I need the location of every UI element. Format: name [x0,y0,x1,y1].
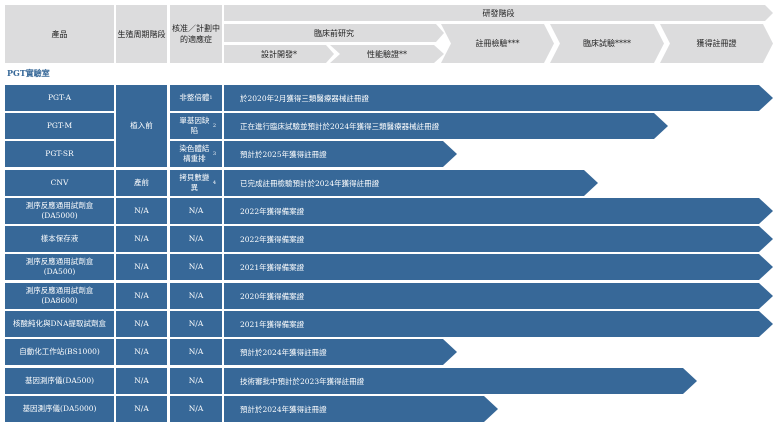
progress-arrow: 預計於2024年獲得註冊證 [224,339,457,365]
product-name: 樣本保存液 [5,226,114,252]
product-name: 基因測序儀(DA500) [5,368,114,394]
progress-arrow: 2022年獲得備案證 [224,198,773,224]
indication-label: 單基因缺陷 [179,116,210,135]
product-name: PGT-A [5,85,114,111]
progress-arrow: 正在進行臨床試驗並預計於2024年獲得三類醫療器械註冊證 [224,113,668,139]
header-preclinical: 臨床前研究 [224,24,444,42]
indication-cell: N/A [170,226,222,252]
header-registration-test: 註冊檢驗*** [441,24,554,63]
indication-label: N/A [188,319,204,328]
product-name: 自動化工作站(BS1000) [5,339,114,365]
progress-arrow: 技術審批中預計於2023年獲得註冊證 [224,368,697,394]
header-design: 設計開發* [224,45,334,63]
indication-cell: N/A [170,311,222,337]
footnote-marker: 4 [212,180,216,186]
indication-label: N/A [188,404,204,413]
stage-cell: N/A [116,368,167,394]
stage-cell: N/A [116,311,167,337]
stage-preimplantation: 植入前 [116,85,167,167]
indication-cell: N/A [170,254,222,280]
product-name: CNV [5,170,114,196]
product-name: 核酸純化與DNA提取試劑盒 [5,311,114,337]
progress-arrow: 2022年獲得備案證 [224,226,773,252]
indication-cell: N/A [170,339,222,365]
stage-cell: N/A [116,283,167,309]
product-name: 測序反應通用試劑盒(DA8600) [5,283,114,309]
footnote-marker: 3 [212,151,216,157]
header-indication: 核准／計劃中的適應症 [170,5,222,63]
indication-cell: N/A [170,396,222,422]
header-performance: 性能驗證** [330,45,444,63]
indication-label: 拷貝數變異 [179,173,210,192]
progress-arrow: 已完成註冊檢驗預計於2024年獲得註冊證 [224,170,598,196]
indication-label: N/A [188,262,204,271]
product-name: PGT-M [5,113,114,139]
footnote-marker: 2 [212,123,216,129]
indication-cell: N/A [170,283,222,309]
progress-arrow: 於2020年2月獲得三類醫療器械註冊證 [224,85,773,111]
product-name: 測序反應通用試劑盒(DA5000) [5,198,114,224]
stage-cell: N/A [116,226,167,252]
stage-cell: N/A [116,396,167,422]
header-certificate: 獲得註冊證 [660,24,773,63]
product-name: 基因測序儀(DA5000) [5,396,114,422]
progress-arrow: 預計於2025年獲得註冊證 [224,141,457,167]
indication-label: N/A [188,347,204,356]
indication-cell: N/A [170,198,222,224]
progress-arrow: 2021年獲得備案證 [224,311,773,337]
stage-cell: N/A [116,198,167,224]
indication-label: N/A [188,234,204,243]
indication-label: N/A [188,376,204,385]
indication-label: 染色體結構重排 [179,144,210,163]
indication-cell: N/A [170,368,222,394]
section-title: PGT實驗室 [7,68,50,78]
progress-arrow: 2021年獲得備案證 [224,254,773,280]
indication-label: 非整倍體 [179,93,210,102]
stage-cell: N/A [116,254,167,280]
progress-arrow: 預計於2024年獲得註冊證 [224,396,498,422]
product-name: 測序反應通用試劑盒(DA500) [5,254,114,280]
footnote-marker: 1 [209,95,213,101]
header-product: 產品 [5,5,114,63]
stage-prenatal: 產前 [116,170,167,196]
header-rd-stage: 研發階段 [224,5,773,21]
header-stage: 生殖周期階段 [116,5,167,63]
indication-label: N/A [188,291,204,300]
indication-label: N/A [188,206,204,215]
progress-arrow: 2020年獲得備案證 [224,283,773,309]
product-name: PGT-SR [5,141,114,167]
stage-cell: N/A [116,339,167,365]
header-clinical-trial: 臨床試驗**** [550,24,664,63]
